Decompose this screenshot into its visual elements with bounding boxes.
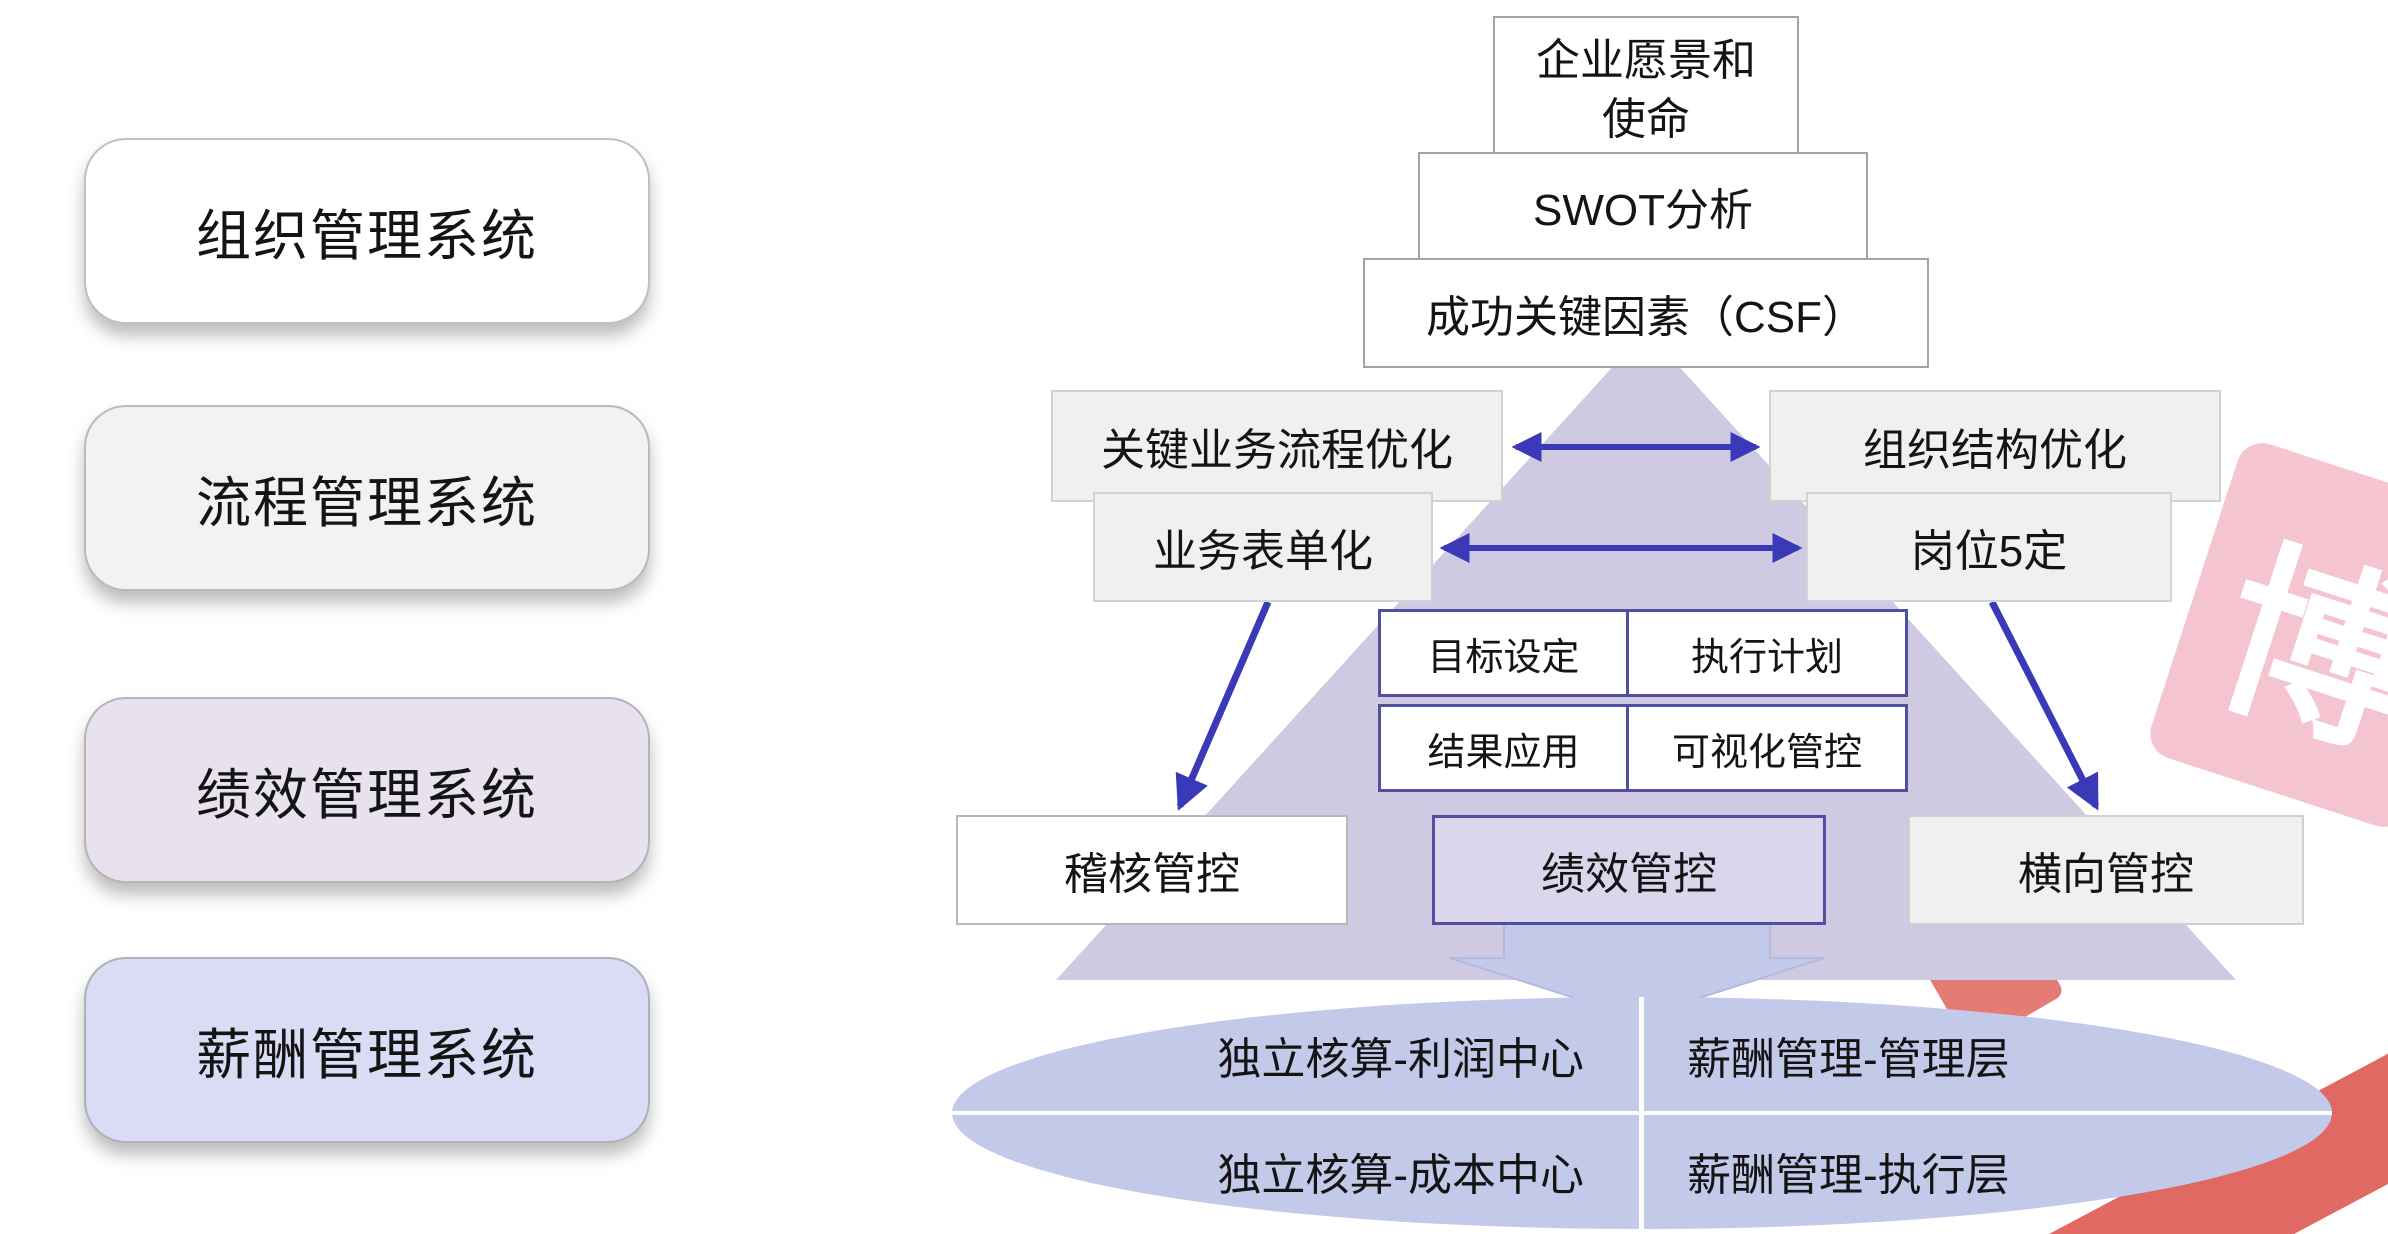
compensation-grid: 独立核算-利润中心 薪酬管理-管理层 独立核算-成本中心 薪酬管理-执行层 xyxy=(952,997,2332,1229)
system-card-compensation: 薪酬管理系统 xyxy=(84,957,650,1143)
audit-control-box: 稽核管控 xyxy=(956,815,1348,925)
watermark-glyph: 博 xyxy=(2194,521,2388,782)
grid-cell-label: 结果应用 xyxy=(1427,731,1580,774)
system-card-label: 绩效管理系统 xyxy=(195,764,538,826)
performance-control-label: 绩效管控 xyxy=(1541,850,1717,899)
grid-cell-execution-plan: 执行计划 xyxy=(1626,609,1908,697)
swot-label: SWOT分析 xyxy=(1533,186,1753,235)
performance-control-box: 绩效管控 xyxy=(1432,815,1826,925)
csf-label: 成功关键因素（CSF） xyxy=(1426,293,1866,342)
system-card-organization: 组织管理系统 xyxy=(84,138,650,324)
system-card-process: 流程管理系统 xyxy=(84,405,650,591)
lateral-control-label: 横向管控 xyxy=(2018,850,2194,899)
position-definition-box: 岗位5定 xyxy=(1806,492,2172,602)
structure-optimization-box: 组织结构优化 xyxy=(1769,390,2221,502)
ellipse-cell-cost-center: 独立核算-成本中心 xyxy=(1217,1151,1584,1200)
structure-optimization-label: 组织结构优化 xyxy=(1863,426,2127,475)
system-card-performance: 绩效管理系统 xyxy=(84,697,650,883)
system-card-label: 薪酬管理系统 xyxy=(195,1024,538,1086)
business-forms-box: 业务表单化 xyxy=(1093,492,1433,602)
compensation-ellipse: 独立核算-利润中心 薪酬管理-管理层 独立核算-成本中心 薪酬管理-执行层 xyxy=(952,997,2332,1229)
process-optimization-box: 关键业务流程优化 xyxy=(1051,390,1503,502)
position-definition-label: 岗位5定 xyxy=(1910,527,2068,576)
system-card-label: 组织管理系统 xyxy=(195,205,538,267)
vision-box: 企业愿景和使命 xyxy=(1493,16,1799,164)
grid-cell-label: 执行计划 xyxy=(1690,636,1843,679)
ellipse-horizontal-divider xyxy=(952,1111,2332,1115)
grid-cell-goal-setting: 目标设定 xyxy=(1378,609,1629,697)
lateral-control-box: 横向管控 xyxy=(1908,815,2304,925)
audit-control-label: 稽核管控 xyxy=(1064,850,1240,899)
ellipse-cell-management-layer: 薪酬管理-管理层 xyxy=(1687,1035,2010,1084)
ellipse-cell-execution-layer: 薪酬管理-执行层 xyxy=(1687,1151,2010,1200)
csf-box: 成功关键因素（CSF） xyxy=(1363,258,1929,368)
ellipse-cell-profit-center: 独立核算-利润中心 xyxy=(1217,1035,1584,1084)
business-forms-label: 业务表单化 xyxy=(1153,527,1373,576)
grid-cell-result-application: 结果应用 xyxy=(1378,704,1629,792)
vision-label: 企业愿景和使命 xyxy=(1536,35,1756,144)
process-optimization-label: 关键业务流程优化 xyxy=(1101,426,1453,475)
grid-cell-label: 可视化管控 xyxy=(1671,731,1862,774)
system-card-label: 流程管理系统 xyxy=(195,472,538,534)
swot-box: SWOT分析 xyxy=(1418,152,1868,260)
grid-cell-label: 目标设定 xyxy=(1427,636,1580,679)
grid-cell-visual-control: 可视化管控 xyxy=(1626,704,1908,792)
